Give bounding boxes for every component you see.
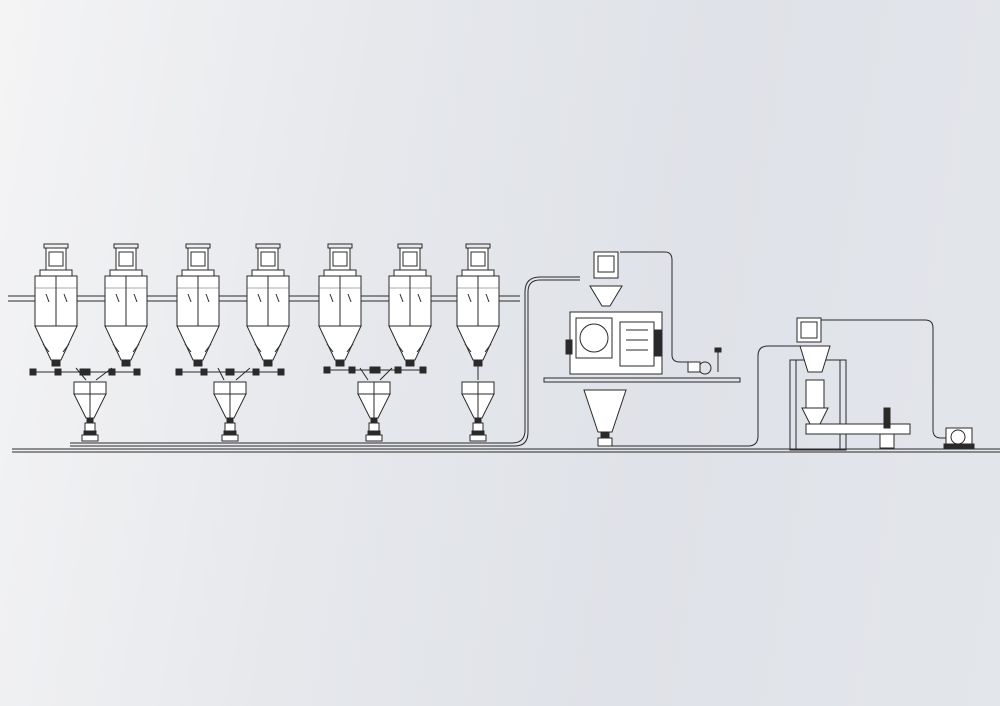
mixer-station [543,251,741,447]
weighing-hopper-3 [357,381,391,442]
weighing-hopper-1 [73,381,107,442]
silo-4 [246,243,290,367]
weighing-hopper-4 [461,381,495,442]
silo-1 [34,243,78,367]
weighing-hopper-2 [213,381,247,442]
vacuum-pump [943,427,975,449]
valve-bar-2 [83,368,141,376]
conveying-pipe-to-packer [610,345,800,447]
silo-6 [388,243,432,367]
ground-line [12,448,1000,453]
conveying-pipe-main-inner [70,276,580,444]
silo-7 [456,243,500,367]
silo-3 [176,243,220,367]
silo-2 [104,243,148,367]
conveying-pipe-vacuum [820,319,960,439]
bagging-station [789,317,911,451]
valve-bar-3 [175,368,233,376]
conveying-pipe-return [620,251,700,363]
silo-5 [318,243,362,367]
valve-bar-4 [227,368,285,376]
pump-unit [687,347,722,375]
conveying-pipe-main [70,279,580,447]
